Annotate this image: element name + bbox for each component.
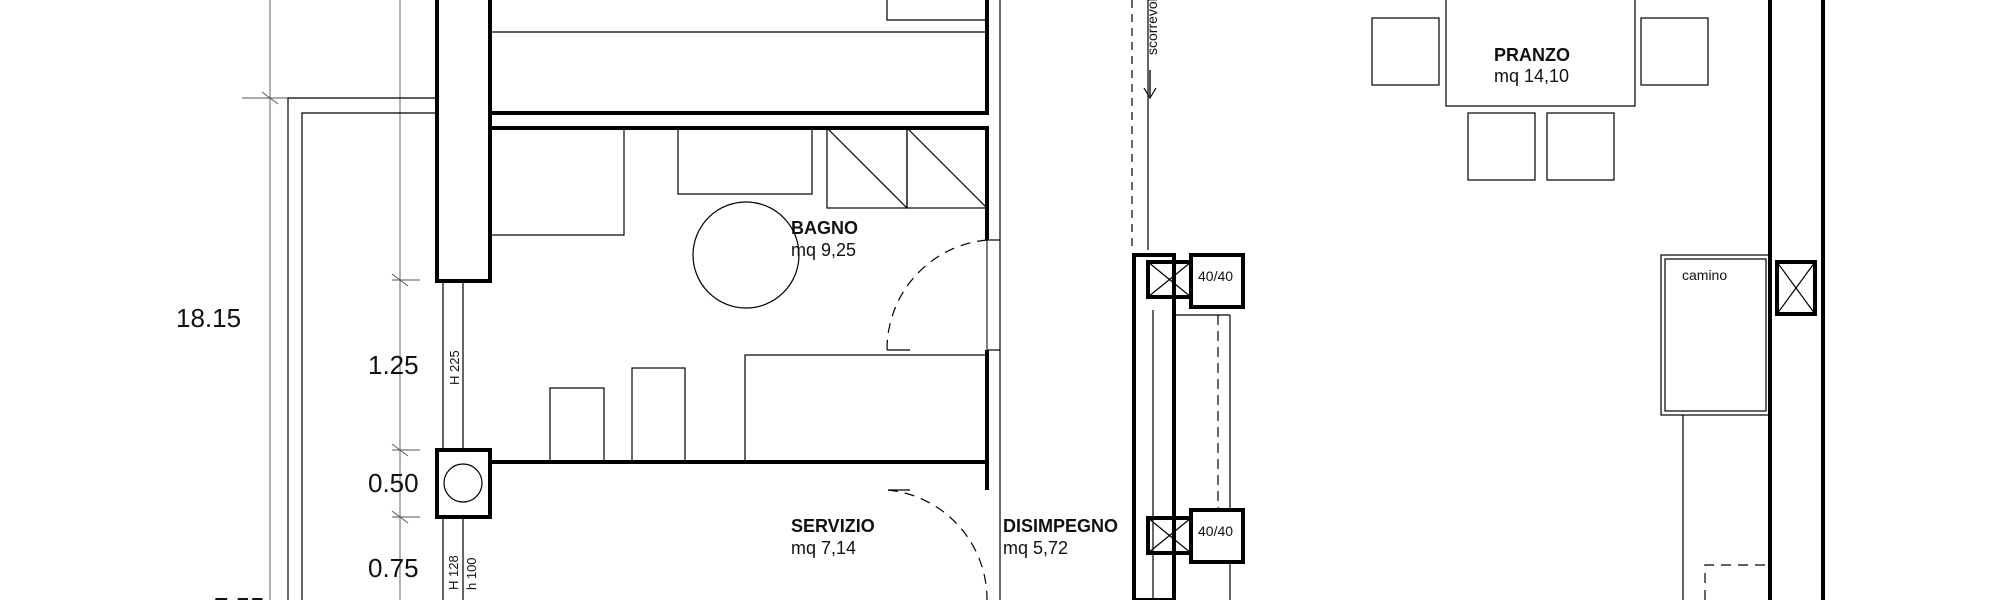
top-room <box>488 0 989 115</box>
room-name-bagno: BAGNO <box>791 218 858 238</box>
dimension-lines <box>242 0 420 600</box>
sliding-arrow-icon <box>1143 70 1157 100</box>
window-height-128: H 128 <box>446 555 461 590</box>
scorrevole-label: scorrevole <box>1144 0 1160 55</box>
room-area-disimpegno: mq 5,72 <box>1003 538 1068 558</box>
room-area-servizio: mq 7,14 <box>791 538 856 558</box>
room-name-pranzo: PRANZO <box>1494 45 1570 65</box>
servizio-room <box>887 462 989 600</box>
dimension-0-75: 0.75 <box>368 553 419 583</box>
fireplace <box>1660 254 1771 600</box>
dimension-0-50: 0.50 <box>368 468 419 498</box>
dining-table <box>1371 0 1709 181</box>
dimension-1-25: 1.25 <box>368 350 419 380</box>
window-height-225: H 225 <box>447 350 462 385</box>
dimension-7-55: 7.55 <box>214 592 265 600</box>
room-name-servizio: SERVIZIO <box>791 516 875 536</box>
terrace-outline <box>287 97 436 600</box>
camino-label: camino <box>1682 267 1727 283</box>
flue-wall <box>1132 253 1245 600</box>
window-height-100: h 100 <box>464 557 479 590</box>
room-area-bagno: mq 9,25 <box>791 240 856 260</box>
bathroom <box>489 0 1001 600</box>
left-walls <box>435 0 492 600</box>
dimension-18-15: 18.15 <box>176 303 241 333</box>
room-area-pranzo: mq 14,10 <box>1494 66 1569 86</box>
flue-bottom-label: 40/40 <box>1198 523 1233 539</box>
right-wall <box>1768 0 1825 600</box>
room-name-disimpegno: DISIMPEGNO <box>1003 516 1118 536</box>
flue-top-label: 40/40 <box>1198 268 1233 284</box>
